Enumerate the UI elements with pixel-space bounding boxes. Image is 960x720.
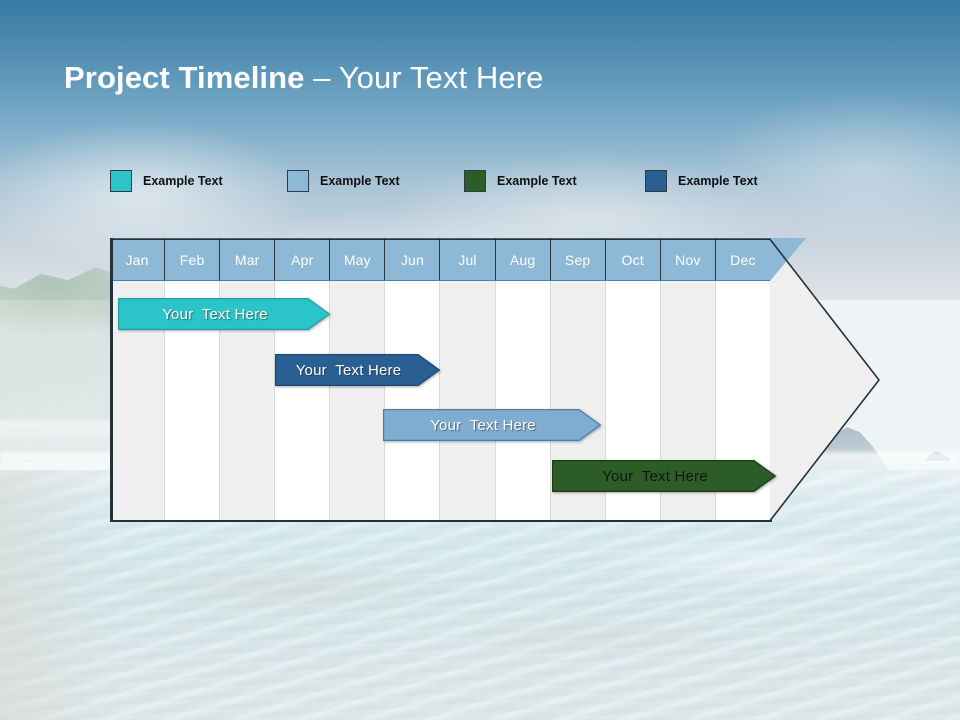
task-bar-3[interactable]: Your Text Here (383, 409, 601, 441)
legend-swatch-4 (645, 170, 667, 192)
task-bar-4[interactable]: Your Text Here (552, 460, 776, 492)
legend-label-2: Example Text (320, 174, 400, 188)
month-header-nov[interactable]: Nov (660, 238, 716, 281)
task-bar-label-1: Your Text Here (162, 305, 268, 323)
month-header-aug[interactable]: Aug (495, 238, 551, 281)
water-edge-shading (0, 470, 120, 720)
month-header-apr[interactable]: Apr (275, 238, 331, 281)
legend-label-4: Example Text (678, 174, 758, 188)
month-column-jun (385, 281, 441, 522)
page-title-light: – Your Text Here (304, 60, 544, 95)
timeline-bottom-border (110, 519, 772, 522)
task-bar-1[interactable]: Your Text Here (118, 298, 330, 330)
legend-swatch-3 (464, 170, 486, 192)
month-header-may[interactable]: May (330, 238, 386, 281)
month-header-feb[interactable]: Feb (165, 238, 221, 281)
month-header-oct[interactable]: Oct (605, 238, 661, 281)
month-column-aug (495, 281, 551, 522)
month-column-jul (440, 281, 496, 522)
page-title-bold: Project Timeline (64, 60, 305, 95)
month-header-mar[interactable]: Mar (220, 238, 276, 281)
legend-item-2[interactable]: Example Text (287, 170, 400, 192)
page-title: Project Timeline – Your Text Here (64, 60, 543, 96)
month-header-dec[interactable]: Dec (715, 238, 770, 281)
month-header-jul[interactable]: Jul (440, 238, 496, 281)
month-column-may (330, 281, 386, 522)
legend-label-1: Example Text (143, 174, 223, 188)
header-underline (110, 279, 770, 281)
legend-item-3[interactable]: Example Text (464, 170, 577, 192)
task-bar-2[interactable]: Your Text Here (275, 354, 440, 386)
month-header-jun[interactable]: Jun (385, 238, 441, 281)
task-bar-label-4: Your Text Here (602, 467, 708, 485)
water-highlights (0, 500, 960, 720)
task-bar-label-3: Your Text Here (430, 416, 536, 434)
legend-item-1[interactable]: Example Text (110, 170, 223, 192)
timeline-left-border (110, 238, 113, 522)
legend-swatch-1 (110, 170, 132, 192)
month-header-sep[interactable]: Sep (550, 238, 606, 281)
month-header-jan[interactable]: Jan (110, 238, 166, 281)
legend-item-4[interactable]: Example Text (645, 170, 758, 192)
task-bar-label-2: Your Text Here (295, 361, 402, 379)
legend-swatch-2 (287, 170, 309, 192)
legend-label-3: Example Text (497, 174, 577, 188)
